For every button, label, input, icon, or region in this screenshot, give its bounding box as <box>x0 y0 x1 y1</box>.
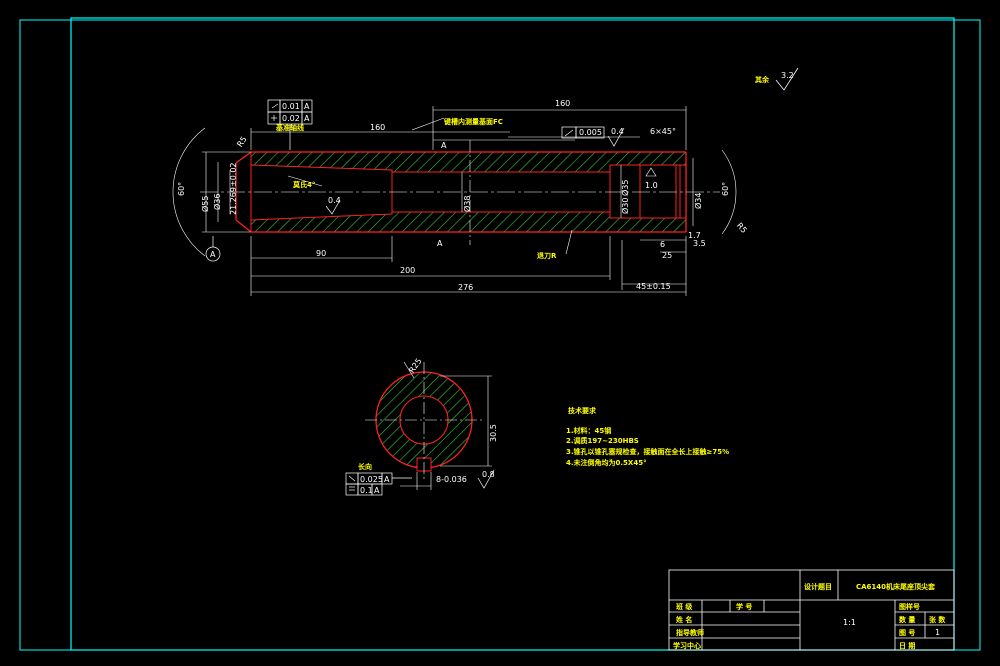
dim-angle-left: 60° <box>177 182 186 196</box>
gdt-left-1-value: 0.01 <box>282 102 300 111</box>
tech-req-title: 技术要求 <box>568 406 597 415</box>
note-tool: 退刀R <box>537 251 557 260</box>
note-inner: 键槽内测量基面FC <box>443 117 503 126</box>
gdt-section-2-value: 0.1 <box>360 486 373 495</box>
tech-req-line-4: 4.未注倒角均为0.5X45° <box>566 458 647 467</box>
tech-req-line-3: 3.锥孔以锥孔塞规检查，接触面在全长上接触≥75% <box>566 447 729 456</box>
tb-scale: 1:1 <box>843 618 856 627</box>
datum-a-letter: A <box>210 250 216 259</box>
note-taper: 莫氏4° <box>292 180 315 189</box>
dim-right-35: 3.5 <box>693 239 706 248</box>
dim-right-17: 1.7 <box>688 231 701 240</box>
dim-chamfer: 6×45° <box>650 127 676 136</box>
dim-bottom-right: 45±0.15 <box>636 282 671 291</box>
tb-row4-a: 学习中心 <box>673 641 701 650</box>
dim-dia-21: 21.269±0.02 <box>229 162 238 215</box>
note-inner-leader <box>411 117 445 131</box>
dim-angle-right: 60° <box>721 182 730 196</box>
gdt-top-value: 0.005 <box>579 128 602 137</box>
shaft-main-view: A A <box>200 136 720 248</box>
dim-right-6: 6 <box>660 240 665 249</box>
roughness-rest-symbol <box>775 67 799 91</box>
gdt-section-1-value: 0.025 <box>360 475 383 484</box>
shaft-lower-wall-hatch <box>250 212 686 232</box>
dim-top-overall: 160 <box>555 99 570 108</box>
tb-date-label: 日 期 <box>899 641 915 650</box>
note-upper-tick: 基准轴线 <box>275 123 304 132</box>
bore-bottom <box>250 211 686 221</box>
inner-border <box>70 17 955 651</box>
shaft-upper-wall-hatch <box>250 152 686 172</box>
tb-row1-c: 学 号 <box>736 602 752 611</box>
roughness-rest-label: 其余 <box>755 75 770 84</box>
outer-border <box>19 19 981 651</box>
section-view <box>365 361 492 490</box>
dim-dia-38: Ø38 <box>462 196 472 212</box>
dim-upper-left: 160 <box>370 123 385 132</box>
tb-sheet-label: 图 号 <box>899 628 915 637</box>
bore-top <box>250 164 686 173</box>
section-dim-vertical: 30.5 <box>489 424 498 442</box>
dim-right-25: 25 <box>662 251 672 260</box>
dim-dia-55: Ø55 <box>200 196 210 212</box>
tb-row3-a: 指导教师 <box>676 628 704 637</box>
section-roughness-symbol <box>477 469 495 489</box>
tb-designer-label: 设计题目 <box>804 582 832 591</box>
gdt-left-2-datum: A <box>304 114 310 123</box>
tb-num-label: 张 数 <box>929 615 946 624</box>
dim-dia-34: Ø34 <box>693 193 703 209</box>
tb-drawing-no-label: 图样号 <box>899 602 920 611</box>
dim-bottom-90: 90 <box>316 249 326 258</box>
dim-bottom-200: 200 <box>400 266 415 275</box>
gdt-left-2-value: 0.02 <box>282 114 300 123</box>
roughness-04a-symbol <box>607 127 625 147</box>
tb-sheet-value: 1 <box>935 628 940 637</box>
dim-dia-36: Ø36 <box>212 194 222 210</box>
dim-c10: 1.0 <box>645 181 658 190</box>
roughness-04a: 0.4 <box>611 127 624 136</box>
tb-row1-a: 班 级 <box>676 602 693 611</box>
dim-dia-30: Ø30 <box>620 198 630 214</box>
tech-req-line-2: 2.调质197~230HBS <box>566 436 639 445</box>
roughness-04b-symbol <box>325 199 341 215</box>
roughness-rest-value: 3.2 <box>781 71 794 80</box>
note-r-right: R5 <box>735 221 749 235</box>
section-a-top: A <box>441 141 447 150</box>
dim-dia-right-small: Ø35 <box>620 180 630 196</box>
note-tool-leader <box>565 229 573 255</box>
note-r-left: R5 <box>235 135 248 149</box>
gdt-left-1-datum: A <box>304 102 310 111</box>
title-block <box>668 569 955 651</box>
main-dimensions <box>172 106 737 296</box>
dim-bottom-276: 276 <box>458 283 473 292</box>
tech-req-line-1: 1.材料：45钢 <box>566 426 611 435</box>
gdt-frame-section <box>345 472 412 496</box>
dim-c10-triangle <box>645 167 657 177</box>
section-title: 长向 <box>358 462 372 471</box>
roughness-04c: 0.8 <box>482 470 495 479</box>
gdt-section-2-datum: A <box>374 486 380 495</box>
tb-title: CA6140机床尾座顶尖套 <box>856 582 936 591</box>
gdt-section-1-datum: A <box>384 475 390 484</box>
note-taper-leader <box>287 175 323 187</box>
section-a-bottom: A <box>437 239 443 248</box>
tb-qty-label: 数 量 <box>899 615 915 624</box>
gdt-frame-top <box>561 126 605 139</box>
roughness-04b: 0.4 <box>328 196 341 205</box>
gdt-frame-left <box>267 99 313 150</box>
section-dim-key: 8-0.036 <box>436 475 467 484</box>
tb-row2-a: 姓 名 <box>675 615 692 624</box>
